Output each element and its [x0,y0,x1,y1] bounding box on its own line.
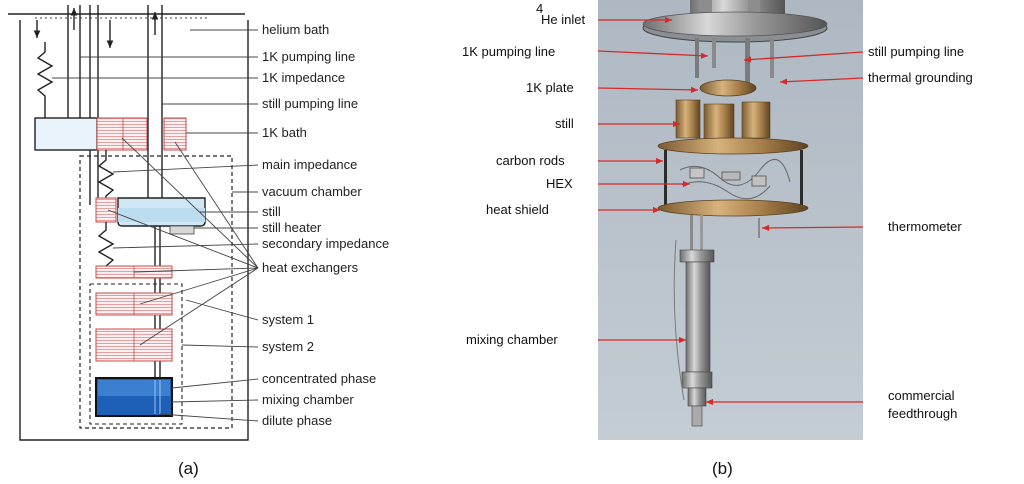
label-heat-exchangers: heat exchangers [262,260,359,275]
feedthrough-body [687,387,707,407]
main-impedance-zigzag [97,150,115,198]
label-he-inlet-superscript: 4 [536,1,543,16]
still-cylinder-2 [703,103,735,141]
still-heater-box [169,225,195,235]
label-mixing-chamber: mixing chamber [262,392,354,407]
label-concentrated-phase: concentrated phase [262,371,376,386]
annotation-arrows [597,16,864,406]
label-plate-1k: 1K plate [526,80,574,95]
label-thermal-grounding: thermal grounding [868,70,973,85]
label-commercial: commercial [888,388,955,403]
helium-bath-container [19,20,249,441]
label-still-heater: still heater [262,220,322,235]
still-cylinder-3 [741,101,771,139]
label-main-impedance: main impedance [262,157,357,172]
vacuum-chamber-outline [79,155,233,429]
label-still: still [262,204,281,219]
leader-lines-a [52,29,259,422]
heat-exchanger-fan [107,137,259,346]
heat-exchanger-still [95,197,117,223]
label-vacuum-chamber: vacuum chamber [262,184,362,199]
heat-shield-plate [657,199,809,217]
heat-exchanger-1k-b [163,117,187,151]
hex-wiring [679,159,791,200]
label-thermometer: thermometer [888,219,962,234]
still-cylinder-1 [675,99,701,139]
label-system-1: system 1 [262,312,314,327]
systems-enclosure [89,283,183,425]
impedance-1k-zigzag [36,42,54,118]
label-hex: HEX [546,176,573,191]
label-impedance-1k: 1K impedance [262,70,345,85]
carbon-rod-2 [800,150,803,208]
caption-b: (b) [712,459,733,478]
panel-a-schematic: helium bath 1K pumping line 1K impedance… [8,5,389,478]
label-secondary-impedance: secondary impedance [262,236,389,251]
bath-1k-box [34,117,98,151]
label-bath-1k: 1K bath [262,125,307,140]
label-b-still: still [555,116,574,131]
label-he-inlet: He inlet [541,12,585,27]
label-pumping-line-1k: 1K pumping line [262,49,355,64]
panel-b-photo: 4 He inlet 1K pumping line 1K plate stil… [462,0,973,478]
upper-plate [657,137,809,155]
label-system-2: system 2 [262,339,314,354]
label-b-still-pumping-line: still pumping line [868,44,964,59]
label-helium-bath: helium bath [262,22,329,37]
label-dilute-phase: dilute phase [262,413,332,428]
label-b-mixing-chamber: mixing chamber [466,332,558,347]
plate-1k [699,79,757,97]
label-carbon-rods: carbon rods [496,153,565,168]
label-heat-shield: heat shield [486,202,549,217]
label-b-pumping-line-1k: 1K pumping line [462,44,555,59]
label-feedthrough: feedthrough [888,406,957,421]
heat-exchanger-1k [96,117,148,151]
carbon-rod-1 [664,150,667,208]
photo-background [598,0,863,440]
mixing-chamber-body [685,261,711,373]
secondary-impedance-zigzag [97,222,115,267]
concentrated-phase-fill [98,380,170,396]
mixing-chamber-top [679,249,715,263]
label-still-pumping-line: still pumping line [262,96,358,111]
caption-a: (a) [178,459,199,478]
